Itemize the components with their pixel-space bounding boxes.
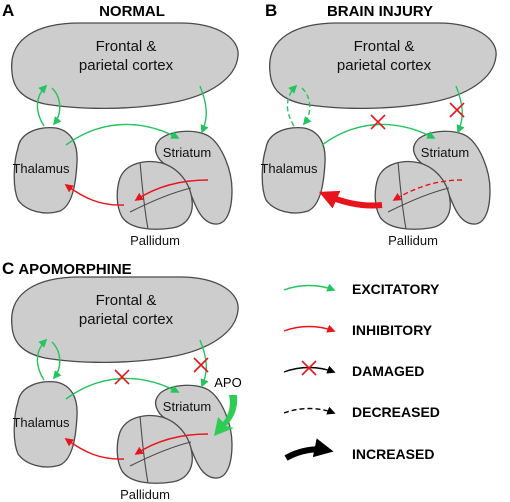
legend-damaged-x-mark xyxy=(301,360,317,376)
cortex-region xyxy=(11,276,239,364)
cortex-label-line1: Frontal & xyxy=(96,292,157,309)
legend-item-damaged: DAMAGED xyxy=(283,360,424,379)
cortex-region xyxy=(269,22,497,110)
cortex-label-line2: parietal cortex xyxy=(79,311,174,328)
legend-inhibitory-label: INHIBITORY xyxy=(352,322,433,338)
pallidum-label: Pallidum xyxy=(388,233,438,248)
pallidum-region xyxy=(116,414,193,484)
pallidum-label: Pallidum xyxy=(130,233,180,248)
inhibitory-arrow xyxy=(134,433,209,455)
pallidum-label: Pallidum xyxy=(120,487,170,502)
apo-label: APO xyxy=(214,375,241,390)
legend-item-decreased: DECREASED xyxy=(283,404,440,420)
legend-excitatory-swatch xyxy=(283,283,336,292)
excitatory-arrow xyxy=(65,123,180,146)
legend-decreased-label: DECREASED xyxy=(352,404,440,420)
excitatory-arrow xyxy=(51,87,62,126)
excitatory-arrow xyxy=(51,341,62,380)
excitatory-arrow xyxy=(36,338,48,381)
legend-increased-label: INCREASED xyxy=(352,446,434,462)
panel-a: A NORMAL Frontal & parietal cortex Thala… xyxy=(2,1,239,248)
thalamus-label: Thalamus xyxy=(260,161,318,176)
apo-increased-arrow xyxy=(214,395,238,436)
panel-letter: B xyxy=(265,1,277,20)
cortex-label-line2: parietal cortex xyxy=(79,57,174,74)
striatum-region xyxy=(154,384,233,479)
legend: EXCITATORY INHIBITORY DAMAGED DECREASED … xyxy=(283,281,440,462)
pallidum-divider xyxy=(129,441,192,467)
panel-title: BRAIN INJURY xyxy=(327,3,433,20)
decreased-inhibitory-arrow xyxy=(392,179,463,201)
pallidum-region xyxy=(116,160,193,230)
panel-letter: C xyxy=(2,259,14,278)
cortex-region xyxy=(11,22,239,110)
panel-title: APOMORPHINE xyxy=(18,261,131,278)
excitatory-arrow xyxy=(199,85,209,134)
pallidum-divider xyxy=(387,187,450,213)
striatum-region xyxy=(154,130,233,225)
panel-letter: A xyxy=(2,1,14,20)
decreased-excitatory-arrow xyxy=(286,84,298,127)
excitatory-arrow xyxy=(199,339,209,388)
legend-item-inhibitory: INHIBITORY xyxy=(283,322,433,338)
panel-title: NORMAL xyxy=(99,3,165,20)
damaged-x-mark xyxy=(114,369,130,385)
legend-item-increased: INCREASED xyxy=(284,438,434,462)
excitatory-arrow xyxy=(455,85,465,134)
thalamus-label: Thalamus xyxy=(12,161,70,176)
striatum-label: Striatum xyxy=(421,145,469,160)
inhibitory-arrow xyxy=(64,184,125,206)
striatum-label: Striatum xyxy=(163,145,211,160)
increased-inhibitory-arrow xyxy=(318,190,383,209)
damaged-x-mark xyxy=(449,102,465,118)
striatum-label: Striatum xyxy=(163,399,211,414)
legend-excitatory-label: EXCITATORY xyxy=(352,281,440,297)
legend-item-excitatory: EXCITATORY xyxy=(283,281,440,297)
inhibitory-arrow xyxy=(134,179,209,201)
legend-inhibitory-swatch xyxy=(283,324,336,333)
cortex-label-line1: Frontal & xyxy=(354,38,415,55)
decreased-excitatory-arrow xyxy=(301,87,312,126)
damaged-x-mark xyxy=(193,357,209,373)
cortex-label-line2: parietal cortex xyxy=(337,57,432,74)
panel-b: B BRAIN INJURY Frontal & parietal cortex… xyxy=(260,1,497,248)
legend-increased-swatch xyxy=(284,438,334,461)
cortex-label-line1: Frontal & xyxy=(96,38,157,55)
excitatory-arrow xyxy=(36,84,48,127)
inhibitory-arrow xyxy=(64,438,125,460)
pallidum-divider xyxy=(129,187,192,213)
pallidum-region xyxy=(374,160,451,230)
legend-damaged-label: DAMAGED xyxy=(352,363,424,379)
panel-c: C APOMORPHINE Frontal & parietal cortex … xyxy=(2,259,242,502)
legend-decreased-swatch xyxy=(283,406,336,415)
striatum-region xyxy=(412,130,491,225)
damaged-x-mark xyxy=(370,114,386,130)
thalamus-label: Thalamus xyxy=(12,415,70,430)
